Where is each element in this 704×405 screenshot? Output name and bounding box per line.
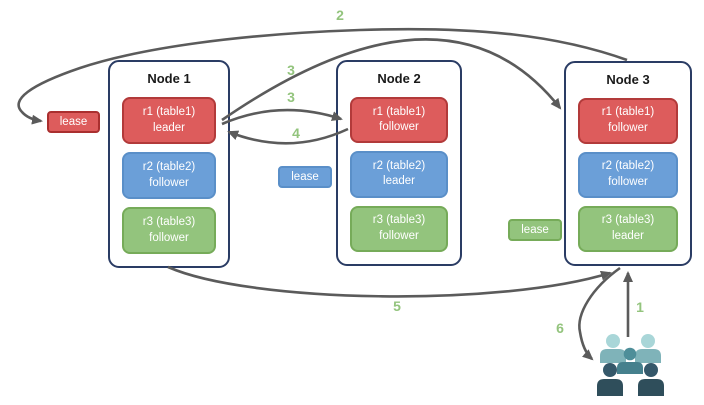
node-2-replica-r1: r1 (table1) follower bbox=[350, 97, 448, 144]
replica-name: r1 (table1) bbox=[372, 105, 426, 118]
node-3-title: Node 3 bbox=[606, 72, 650, 87]
replica-role: follower bbox=[149, 176, 189, 189]
replica-name: r1 (table1) bbox=[601, 106, 655, 119]
step-label-1: 1 bbox=[636, 299, 644, 315]
lease-badge-table1: lease bbox=[47, 111, 100, 133]
arrow-step3-node1-to-node2 bbox=[221, 108, 343, 126]
lease-badge-table2: lease bbox=[278, 166, 332, 188]
replica-name: r3 (table3) bbox=[601, 214, 655, 227]
step-label-2: 2 bbox=[336, 7, 344, 23]
node-3-replica-r2: r2 (table2) follower bbox=[578, 152, 678, 198]
replica-role: follower bbox=[149, 231, 189, 244]
node-2-replica-r3: r3 (table3) follower bbox=[350, 205, 448, 252]
node-1-replica-r3: r3 (table3) follower bbox=[122, 207, 216, 254]
replica-role: follower bbox=[379, 121, 419, 134]
replica-role: leader bbox=[383, 175, 415, 188]
step-label-5: 5 bbox=[393, 298, 401, 314]
replica-role: follower bbox=[608, 122, 648, 134]
step-label-3b: 3 bbox=[287, 89, 295, 105]
node-1-replica-r2: r2 (table2) follower bbox=[122, 152, 216, 199]
people-group-icon bbox=[597, 334, 664, 396]
replica-name: r1 (table1) bbox=[142, 105, 196, 118]
node-1: Node 1 r1 (table1) leader r2 (table2) fo… bbox=[108, 60, 230, 268]
replica-role: follower bbox=[379, 229, 419, 242]
replica-name: r2 (table2) bbox=[372, 159, 426, 172]
step-label-6: 6 bbox=[556, 320, 564, 336]
node-2-title: Node 2 bbox=[377, 71, 421, 86]
arrow-step5-node1-to-node3 bbox=[167, 265, 612, 298]
step-label-3a: 3 bbox=[287, 62, 295, 78]
lease-badge-table3: lease bbox=[508, 219, 562, 241]
replica-role: leader bbox=[153, 121, 185, 134]
step-label-4: 4 bbox=[292, 125, 300, 141]
node-3-replica-r1: r1 (table1) follower bbox=[578, 98, 678, 144]
node-2: Node 2 r1 (table1) follower r2 (table2) … bbox=[336, 60, 462, 266]
node-3: Node 3 r1 (table1) follower r2 (table2) … bbox=[564, 61, 692, 266]
node-2-replica-r2: r2 (table2) leader bbox=[350, 151, 448, 198]
replica-name: r2 (table2) bbox=[601, 160, 655, 173]
replica-name: r2 (table2) bbox=[142, 160, 196, 173]
replica-role: leader bbox=[612, 230, 644, 242]
node-3-replica-r3: r3 (table3) leader bbox=[578, 206, 678, 252]
node-1-replica-r1: r1 (table1) leader bbox=[122, 97, 216, 144]
arrow-step4-node2-to-node1 bbox=[227, 127, 349, 145]
replica-name: r3 (table3) bbox=[142, 215, 196, 228]
replica-name: r3 (table3) bbox=[372, 214, 426, 227]
replica-role: follower bbox=[608, 176, 648, 188]
node-1-title: Node 1 bbox=[147, 71, 191, 86]
